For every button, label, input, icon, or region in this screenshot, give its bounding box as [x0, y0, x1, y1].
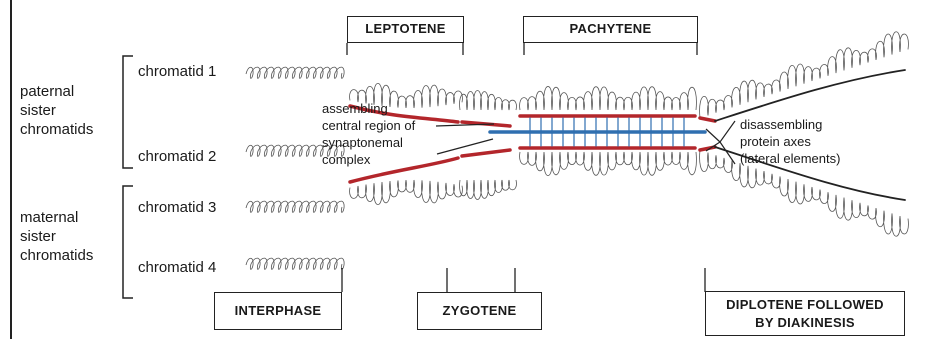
axes-note-line-2: protein axes: [740, 133, 840, 150]
group-brackets: [123, 56, 133, 298]
paternal-bracket: [123, 56, 133, 168]
pachytene-box: PACHYTENE: [523, 16, 698, 43]
interphase-box: INTERPHASE: [214, 292, 342, 330]
chromatid-2-label: chromatid 2: [138, 147, 216, 166]
zygotene-lower-loops: [460, 180, 517, 200]
interphase-label: INTERPHASE: [235, 303, 322, 318]
maternal-line-1: maternal: [20, 208, 93, 227]
leptotene-lower-loops: [350, 180, 463, 205]
pachytene-label: PACHYTENE: [570, 21, 652, 36]
paternal-group-label: paternal sister chromatids: [20, 82, 93, 139]
leptotene-label: LEPTOTENE: [365, 21, 445, 36]
maternal-line-2: sister: [20, 227, 93, 246]
chromatid-3-label: chromatid 3: [138, 198, 216, 217]
chromatid-3-squiggle: [246, 201, 344, 212]
paternal-line-1: paternal: [20, 82, 93, 101]
axes-pointer-upper: [706, 129, 720, 142]
diplotene-label-line-1: DIPLOTENE FOLLOWED: [706, 296, 904, 314]
pachytene-upper-loops: [520, 86, 697, 110]
diplotene-box: DIPLOTENE FOLLOWED BY DIAKINESIS: [705, 291, 905, 336]
maternal-bracket: [123, 186, 133, 298]
chromatid-4-label: chromatid 4: [138, 258, 216, 277]
axes-bracket: [720, 121, 735, 164]
central-note-line-2: central region of: [322, 117, 415, 134]
diplotene-upper-axis: [715, 70, 905, 121]
zygotene-lower-axis: [462, 150, 510, 156]
central-note-line-4: complex: [322, 151, 415, 168]
chromatid-4-squiggle: [246, 258, 344, 269]
zygotene-label: ZYGOTENE: [443, 303, 517, 318]
chromatid-1-squiggle: [246, 67, 344, 78]
paternal-line-3: chromatids: [20, 120, 93, 139]
central-note-line-3: synaptonemal: [322, 134, 415, 151]
zygotene-upper-loops: [460, 91, 517, 111]
zygotene-box: ZYGOTENE: [417, 292, 542, 330]
protein-axes-annotation: disassembling protein axes (lateral elem…: [740, 116, 840, 167]
maternal-group-label: maternal sister chromatids: [20, 208, 93, 265]
axes-note-line-1: disassembling: [740, 116, 840, 133]
diplotene-upper-axis-stub: [700, 118, 715, 121]
axes-note-line-3: (lateral elements): [740, 150, 840, 167]
central-note-line-1: assembling: [322, 100, 415, 117]
axes-pointer-lower: [706, 142, 720, 151]
maternal-line-3: chromatids: [20, 246, 93, 265]
diplotene-label-line-2: BY DIAKINESIS: [706, 314, 904, 332]
chromatid-1-label: chromatid 1: [138, 62, 216, 81]
paternal-line-2: sister: [20, 101, 93, 120]
central-region-annotation: assembling central region of synaptonema…: [322, 100, 415, 168]
pachytene-lower-loops: [520, 152, 697, 176]
leptotene-box: LEPTOTENE: [347, 16, 464, 43]
